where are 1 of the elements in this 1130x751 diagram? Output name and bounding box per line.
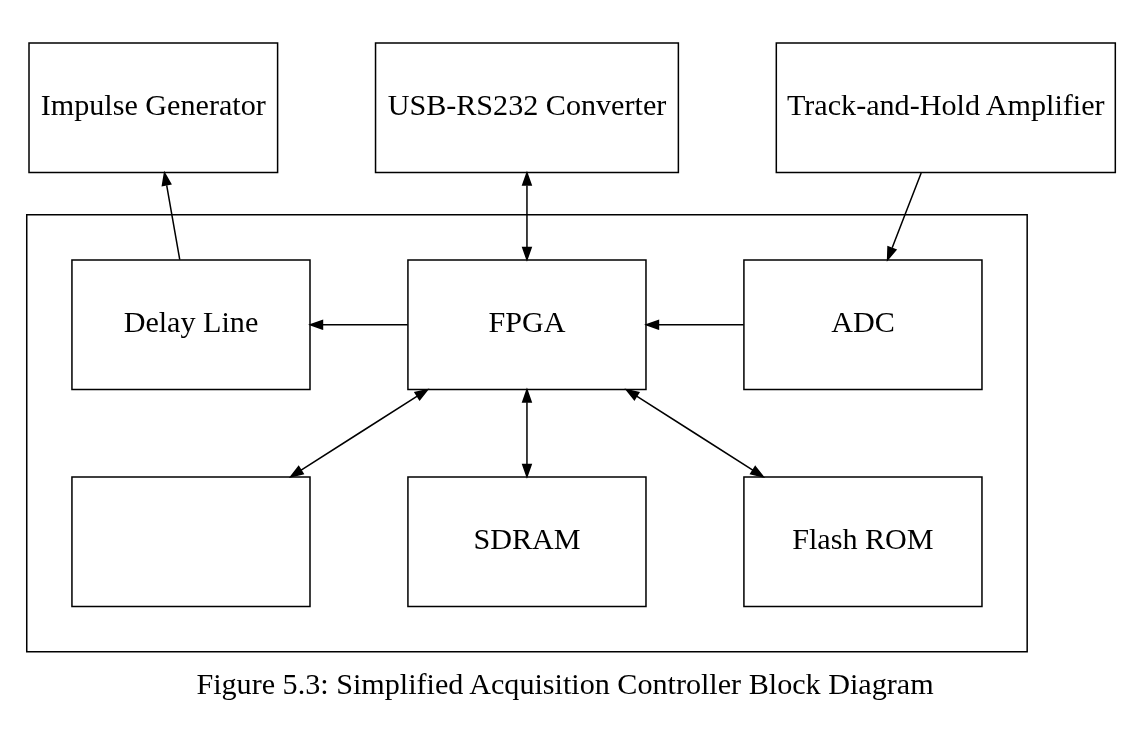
caption: Figure 5.3: Simplified Acquisition Controller Block Diagram bbox=[196, 666, 934, 701]
